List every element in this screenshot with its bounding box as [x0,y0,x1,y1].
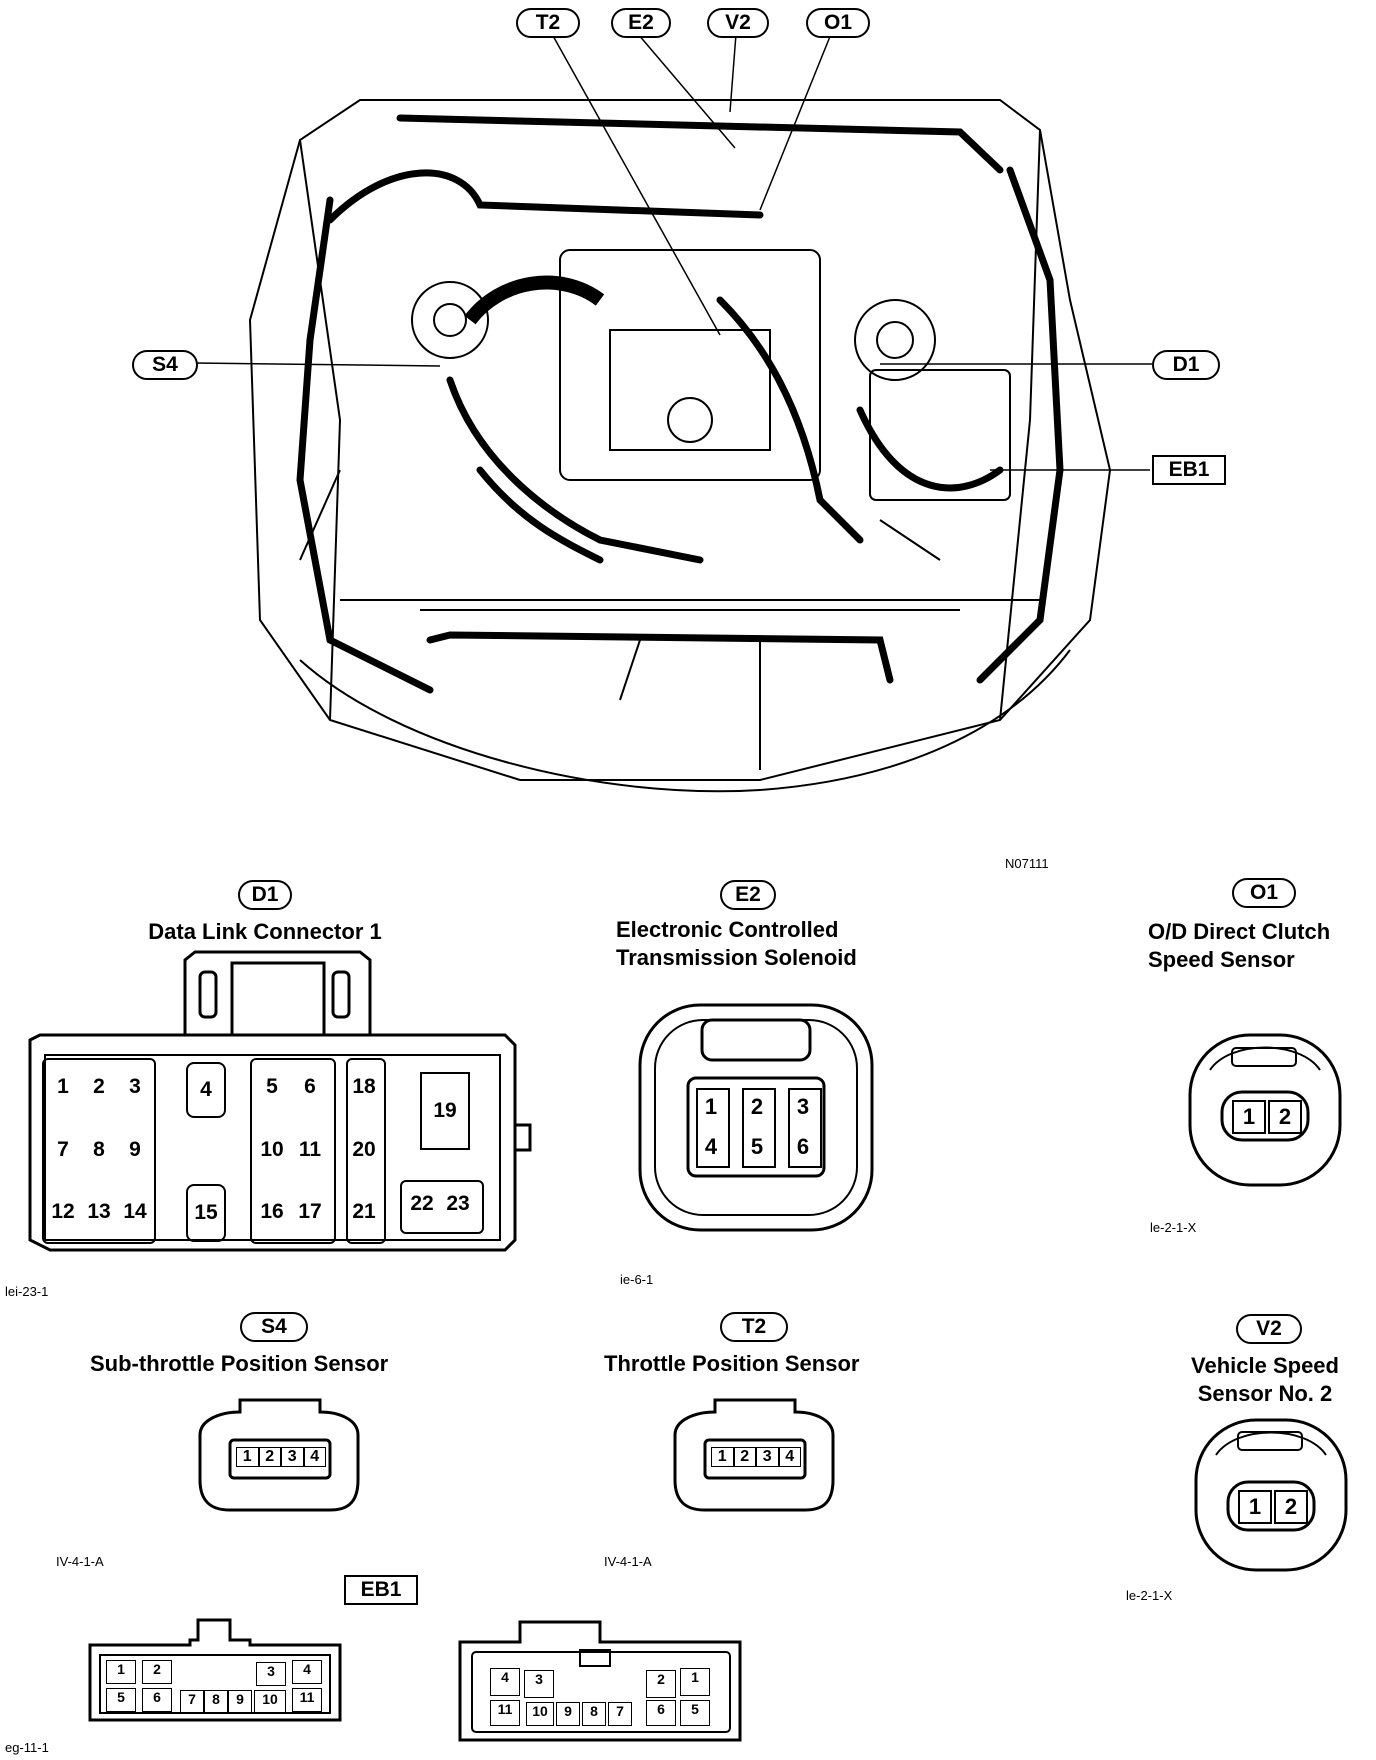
d1-pin: 5 [266,1075,278,1098]
t2-pin-row: 1 2 3 4 [711,1447,801,1467]
engine-bay-illustration [195,33,1152,793]
e2-pin: 2 [750,1094,764,1119]
d1-pin: 19 [420,1072,470,1150]
d1-code: D1 [238,880,292,910]
eb1-right-pin: 3 [524,1670,554,1698]
t2-name: Throttle Position Sensor [604,1351,860,1376]
eb1-right-pin: 10 [526,1702,554,1726]
d1-pin: 9 [129,1138,141,1161]
t2-pin: 4 [778,1447,801,1467]
eb1-left-pin: 7 [180,1690,204,1714]
eb1-right-pin: 8 [582,1702,606,1726]
s4-pin: 1 [236,1447,259,1467]
eb1-right-pin: 7 [608,1702,632,1726]
s4-pin: 4 [303,1447,326,1467]
d1-pin: 8 [93,1138,105,1161]
t2-pin: 1 [711,1447,734,1467]
e2-name-line1: Electronic Controlled [616,917,839,942]
s4-pin: 2 [258,1447,281,1467]
callout-e2: E2 [611,8,671,38]
s4-pin: 3 [281,1447,304,1467]
o1-code: O1 [1232,878,1296,908]
callout-o1: O1 [806,8,870,38]
callout-d1: D1 [1152,350,1220,380]
eb1-right-pin: 5 [680,1700,710,1726]
eb1-left-pin: 6 [142,1688,172,1712]
eb1-right-pin: 2 [646,1670,676,1698]
d1-pin: 12 [51,1200,75,1223]
e2-pin: 3 [796,1094,810,1119]
v2-name-line2: Sensor No. 2 [1197,1381,1333,1406]
d1-pin: 16 [260,1200,284,1223]
d1-pin: 22 [410,1192,434,1215]
o1-name-line2: Speed Sensor [1148,947,1295,972]
o1-pin: 2 [1268,1100,1302,1134]
v2-name-line1: Vehicle Speed [1191,1353,1339,1378]
s4-name: Sub-throttle Position Sensor [90,1351,389,1376]
v2-pin: 2 [1274,1490,1308,1524]
eb1-left-pin: 10 [254,1690,286,1714]
callout-v2: V2 [707,8,769,38]
d1-pin: 14 [123,1200,147,1223]
callout-eb1: EB1 [1152,455,1226,485]
eb1-left-pin: 2 [142,1660,172,1684]
d1-pin: 11 [298,1138,322,1161]
callout-t2: T2 [516,8,580,38]
eb1-left-pin: 4 [292,1660,322,1684]
eb1-right-pin: 9 [556,1702,580,1726]
s4-code: S4 [240,1312,308,1342]
s4-pin-row: 1 2 3 4 [236,1447,326,1467]
e2-ref: ie-6-1 [620,1272,654,1287]
d1-ref: lei-23-1 [5,1284,49,1299]
eb1-left-pin: 9 [228,1690,252,1714]
s4-ref: IV-4-1-A [56,1554,104,1569]
eb1-left-pin: 3 [256,1662,286,1686]
e2-pin: 6 [796,1134,810,1159]
d1-pin: 7 [57,1138,69,1161]
d1-pin: 21 [352,1200,376,1223]
d1-pin: 4 [186,1062,226,1118]
eb1-right-pin: 11 [490,1700,520,1726]
d1-pin: 20 [352,1138,376,1161]
t2-pin: 2 [733,1447,756,1467]
callout-s4: S4 [132,350,198,380]
e2-code: E2 [720,880,776,910]
e2-pin: 1 [704,1094,718,1119]
v2-pin: 1 [1238,1490,1272,1524]
d1-pin: 18 [352,1075,376,1098]
d1-pin: 17 [298,1200,322,1223]
v2-code: V2 [1236,1314,1302,1344]
t2-code: T2 [720,1312,788,1342]
v2-ref: le-2-1-X [1126,1588,1173,1603]
o1-pin: 1 [1232,1100,1266,1134]
e2-name-line2: Transmission Solenoid [616,945,857,970]
e2-pin: 5 [750,1134,764,1159]
t2-ref: IV-4-1-A [604,1554,652,1569]
d1-pin: 13 [87,1200,111,1223]
eb1-left-pin: 8 [204,1690,228,1714]
eb1-code: EB1 [344,1575,418,1605]
d1-pin: 6 [304,1075,316,1098]
e2-pin: 4 [704,1134,718,1159]
o1-ref: le-2-1-X [1150,1220,1197,1235]
eb1-left-pin: 5 [106,1688,136,1712]
t2-pin: 3 [756,1447,779,1467]
eb1-right-pin: 1 [680,1668,710,1696]
d1-pin: 15 [186,1184,226,1242]
d1-pin: 10 [260,1138,284,1161]
d1-pin: 1 [57,1075,69,1098]
eb1-right-pin: 4 [490,1668,520,1696]
eb1-left-pin: 1 [106,1660,136,1684]
eb1-ref: eg-11-1 [5,1740,49,1755]
d1-pin: 2 [93,1075,105,1098]
eb1-left-pin: 11 [292,1688,322,1712]
d1-name: Data Link Connector 1 [148,919,382,944]
figure-code: N07111 [1005,856,1049,871]
d1-pin: 23 [446,1192,470,1215]
o1-name-line1: O/D Direct Clutch [1148,919,1331,944]
eb1-right-pin: 6 [646,1700,676,1726]
d1-pin: 3 [129,1075,141,1098]
